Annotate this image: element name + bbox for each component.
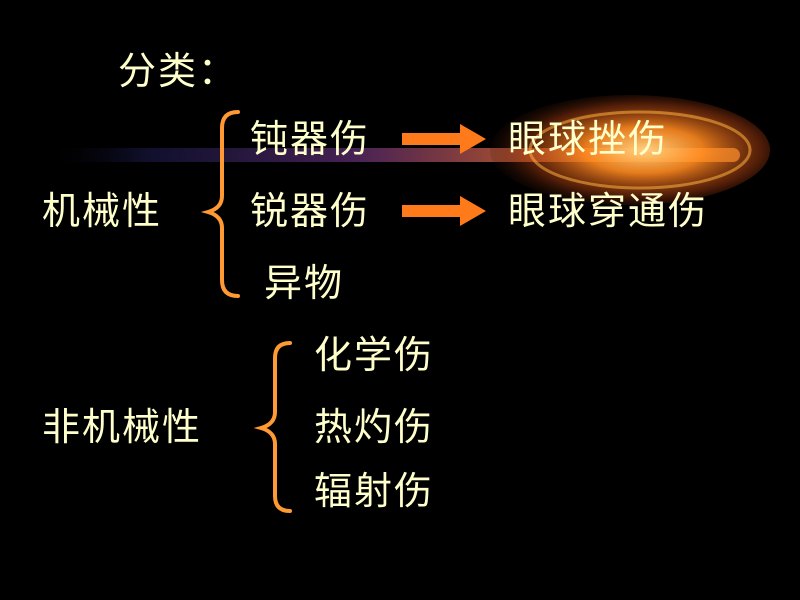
arrow-right-icon — [402, 124, 486, 154]
mechanical-result-2: 眼球穿通伤 — [508, 189, 709, 233]
non-mechanical-item-2: 热灼伤 — [314, 405, 435, 449]
heading: 分类： — [118, 49, 239, 93]
non-mechanical-brace — [253, 341, 292, 513]
non-mechanical-item-3: 辐射伤 — [314, 469, 435, 513]
mechanical-cause-3: 异物 — [264, 261, 345, 305]
mechanical-cause-1: 钝器伤 — [250, 117, 371, 161]
mechanical-label: 机械性 — [42, 189, 163, 233]
mechanical-result-1: 眼球挫伤 — [508, 117, 669, 161]
non-mechanical-label: 非机械性 — [42, 405, 203, 449]
non-mechanical-item-1: 化学伤 — [314, 333, 435, 377]
mechanical-cause-2: 锐器伤 — [250, 189, 371, 233]
arrow-right-icon — [402, 196, 486, 226]
mechanical-brace — [200, 110, 240, 298]
